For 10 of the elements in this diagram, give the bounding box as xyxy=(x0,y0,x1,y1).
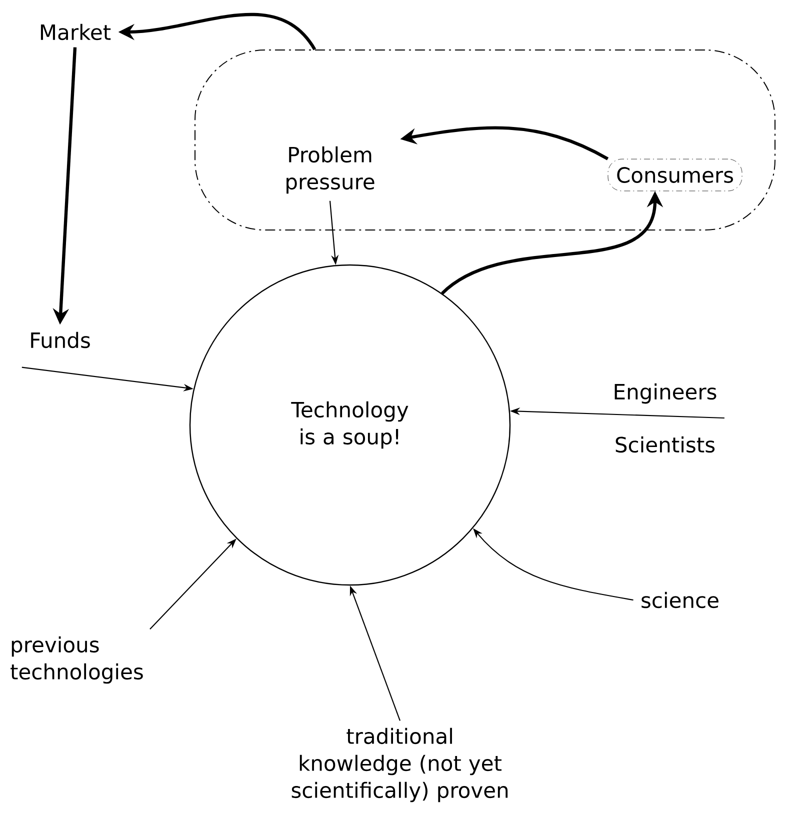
dashed-cloud xyxy=(194,50,776,230)
node-label: previous technologies xyxy=(10,636,143,684)
node-label: Market xyxy=(40,24,111,40)
node-label: Funds xyxy=(31,332,90,348)
circle-node: Technology is a soup! xyxy=(189,264,511,586)
node-label: science xyxy=(642,592,718,608)
dashed-box: Consumers xyxy=(608,158,742,192)
node-label: traditional knowledge (not yet scientifically) proven xyxy=(292,728,508,802)
node-label: Problem pressure xyxy=(286,146,374,194)
node-label: Engineers Scientists xyxy=(614,383,716,453)
